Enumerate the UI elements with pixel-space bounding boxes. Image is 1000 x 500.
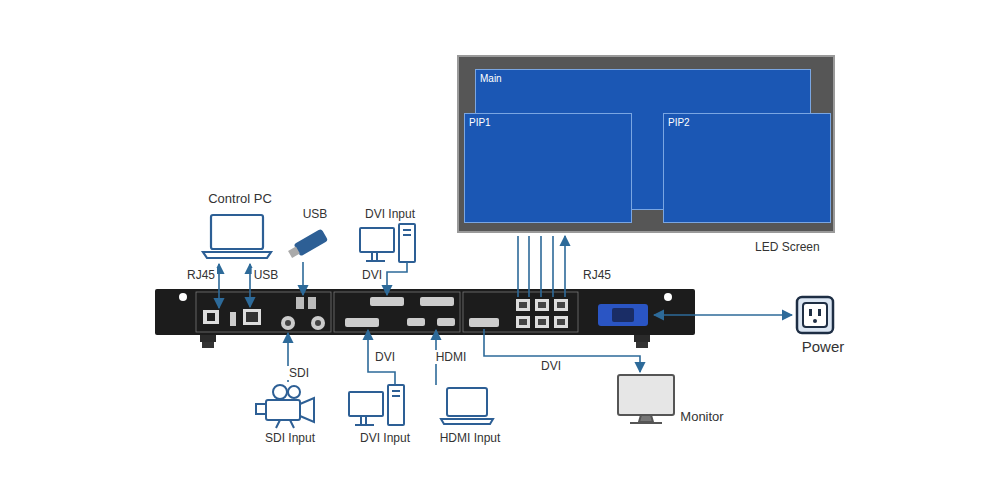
label: HDMI	[434, 350, 469, 364]
monitor-icon	[618, 375, 674, 423]
pc-icon	[349, 385, 404, 425]
window-title: PIP1	[465, 114, 631, 131]
wires	[219, 236, 792, 385]
label: DVI Input	[358, 431, 412, 445]
laptop-icon	[203, 215, 271, 258]
label: HDMI Input	[438, 431, 503, 445]
led-screen-frame: LED ScreenMainPIP1PIP2	[457, 55, 835, 233]
label: USB	[252, 268, 281, 282]
label: Control PC	[206, 192, 274, 206]
label: Power	[800, 340, 847, 354]
laptop-icon	[441, 388, 493, 424]
label: RJ45	[581, 268, 613, 282]
window-title: Main	[476, 70, 810, 87]
window-box: PIP2	[663, 113, 831, 223]
label: SDI Input	[263, 431, 317, 445]
label: DVI	[539, 359, 563, 373]
label: SDI	[287, 366, 311, 380]
label: DVI	[360, 268, 384, 282]
video-processor	[155, 289, 695, 348]
screen-caption: LED Screen	[755, 240, 820, 254]
usb-stick-icon	[287, 228, 329, 260]
label: RJ45	[185, 268, 217, 282]
window-box: PIP1	[464, 113, 632, 223]
power-outlet-icon	[797, 297, 833, 333]
label: Monitor	[678, 410, 725, 424]
label: DVI	[373, 350, 397, 364]
window-title: PIP2	[664, 114, 830, 131]
label: USB	[301, 207, 330, 221]
camera-icon	[256, 385, 314, 428]
pc-icon	[360, 224, 415, 262]
label: DVI Input	[363, 207, 417, 221]
